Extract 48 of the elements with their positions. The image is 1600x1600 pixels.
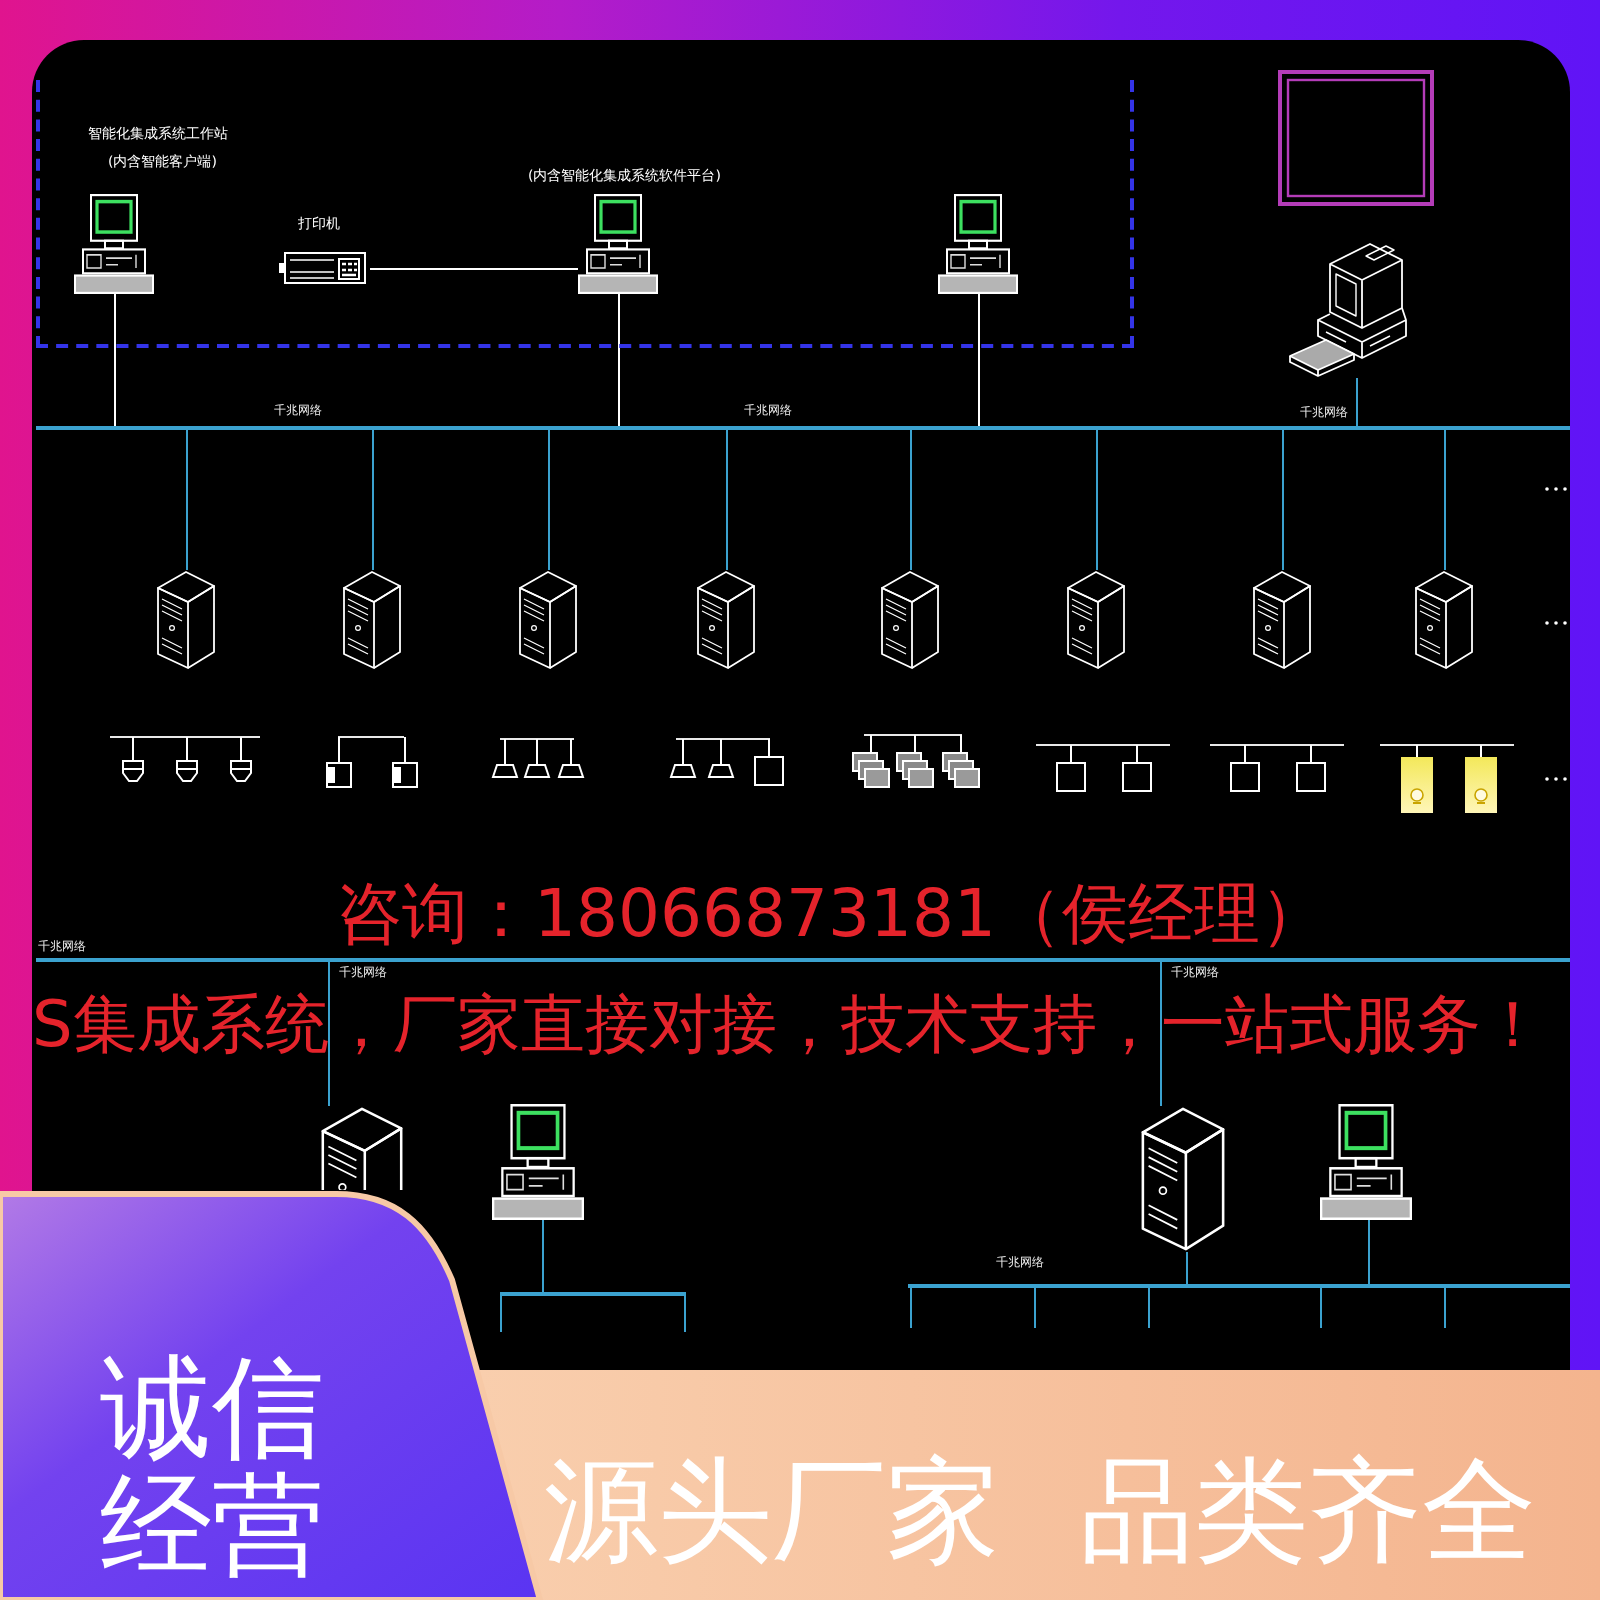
network-cable: [1444, 1287, 1446, 1329]
slogan-text: 诚信经营: [100, 1352, 326, 1588]
network-cable: [1160, 961, 1162, 1107]
network-cable: [910, 1287, 912, 1329]
network-cable: [1148, 1287, 1150, 1329]
network-cable: [1356, 377, 1358, 427]
server-tower-icon: [156, 570, 216, 670]
network-cable: [978, 293, 980, 427]
network-cable: [114, 293, 116, 427]
network-cable: [1444, 429, 1446, 571]
server-tower-icon: [1066, 570, 1126, 670]
server-tower-icon: [696, 570, 756, 670]
server-tower-icon: [1252, 570, 1312, 670]
network-cable: [618, 293, 620, 427]
network-cable: [1034, 1287, 1036, 1329]
network-cable: [726, 429, 728, 571]
network-cable: [684, 1295, 686, 1333]
network-cable: [1186, 1251, 1188, 1285]
server-tower-icon: [320, 1106, 404, 1190]
slogan-text: 源头厂家: [544, 1454, 1000, 1574]
network-cable: [369, 268, 579, 270]
desktop-computer-icon: [1320, 1104, 1412, 1220]
printer-icon: [278, 248, 370, 288]
network-cable: [328, 961, 330, 1107]
desktop-computer-icon: [74, 194, 154, 294]
desktop-computer-icon: [578, 194, 658, 294]
network-cable: [186, 429, 188, 571]
network-cable: [500, 1295, 502, 1333]
dashed-group-box: [36, 80, 1134, 348]
network-cable: [910, 429, 912, 571]
network-cable: [1320, 1287, 1322, 1329]
network-cable: [542, 1219, 544, 1293]
server-tower-icon: [518, 570, 578, 670]
network-cable: [548, 429, 550, 571]
server-tower-icon: [1414, 570, 1474, 670]
server-tower-icon: [880, 570, 940, 670]
promo-text: 咨询：18066873181（侯经理）: [336, 880, 1326, 946]
network-cable: [372, 429, 374, 571]
desktop-computer-icon: [1286, 240, 1410, 378]
network-cable: [1096, 429, 1098, 571]
desktop-computer-icon: [938, 194, 1018, 294]
promo-text: S集成系统，厂家直接对接，技术支持，一站式服务！: [32, 992, 1545, 1056]
server-tower-icon: [342, 570, 402, 670]
slogan-text: 品类齐全: [1080, 1454, 1536, 1574]
desktop-computer-icon: [492, 1104, 584, 1220]
server-tower-icon: [1140, 1106, 1226, 1252]
network-cable: [1368, 1219, 1370, 1285]
network-cable: [1282, 429, 1284, 571]
